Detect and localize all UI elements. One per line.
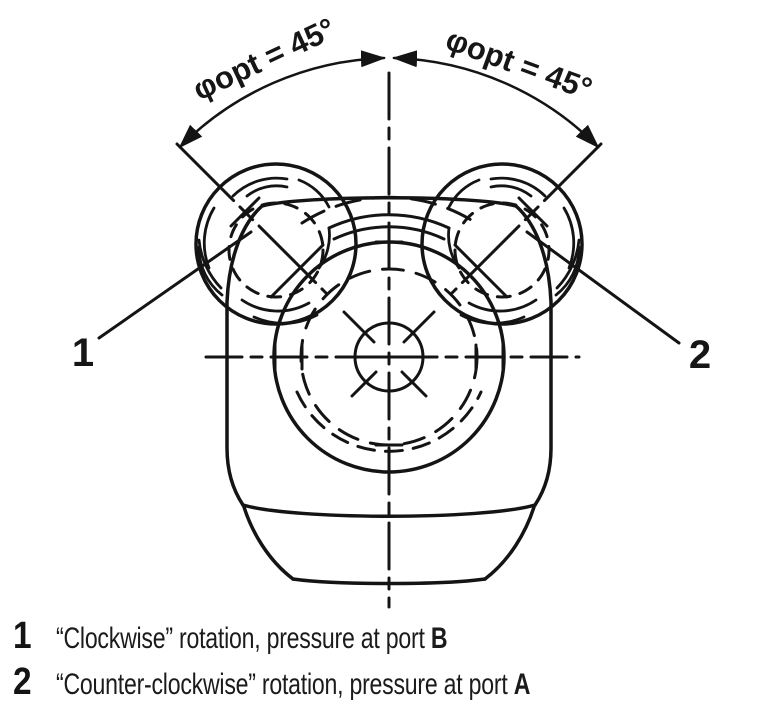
right-angle-arc-arrow [392, 50, 600, 149]
right-axis-cross-tick [453, 243, 509, 299]
base-collar-right-side [483, 505, 536, 581]
legend-1-port-letter: B [430, 622, 448, 655]
right-cylinder-details [447, 176, 581, 325]
legend-item-1: 1 “Clockwise” rotation, pressure at port… [13, 615, 564, 658]
left-axis-perpendicular-tick [229, 196, 261, 228]
left-axis-cross-tick [269, 243, 325, 299]
legend-2-description: “Counter-clockwise” rotation, pressure a… [56, 668, 514, 701]
left-cylinder [194, 162, 358, 326]
left-angle-arc-arrow [178, 50, 386, 149]
callout-1-number: 1 [72, 331, 94, 375]
left-cylinder-hidden-circle [227, 201, 325, 299]
angle-dimension-arcs [178, 50, 600, 149]
legend-1-text: “Clockwise” rotation, pressure at port B [56, 622, 448, 656]
right-axis-perpendicular-tick [517, 196, 549, 228]
callout-2-leader-line [525, 230, 681, 345]
legend-1-description: “Clockwise” rotation, pressure at port [56, 622, 431, 655]
shaft-diagonal-sw [350, 370, 378, 398]
angle-label-right: φopt = 45° [441, 21, 596, 106]
callout-leaders [97, 230, 681, 345]
hidden-bore-arc-dashed [300, 195, 478, 225]
callout-1-leader-line [97, 230, 253, 340]
legend-1-number: 1 [13, 615, 32, 657]
callout-2-number: 2 [689, 333, 711, 377]
right-cylinder-hidden-circle [453, 201, 551, 299]
right-cylinder [420, 162, 584, 326]
legend-2-port-letter: A [513, 668, 531, 701]
legend-2-text: “Counter-clockwise” rotation, pressure a… [56, 668, 530, 702]
left-cylinder-details [197, 176, 331, 325]
angle-label-left: φopt = 45° [187, 11, 340, 107]
shaft-diagonal-nw [342, 310, 376, 344]
base-collar-left-side [242, 505, 295, 581]
shaft-diagonal-se [400, 370, 428, 398]
legend-2-number: 2 [13, 661, 32, 703]
centerlines [175, 71, 603, 609]
legend-item-2: 2 “Counter-clockwise” rotation, pressure… [13, 661, 672, 704]
shaft-diagonal-ne [402, 310, 436, 344]
base-collar-top-edge [241, 503, 537, 518]
rotator-top-view-diagram: φopt = 45° φopt = 45° 1 2 [72, 11, 711, 609]
